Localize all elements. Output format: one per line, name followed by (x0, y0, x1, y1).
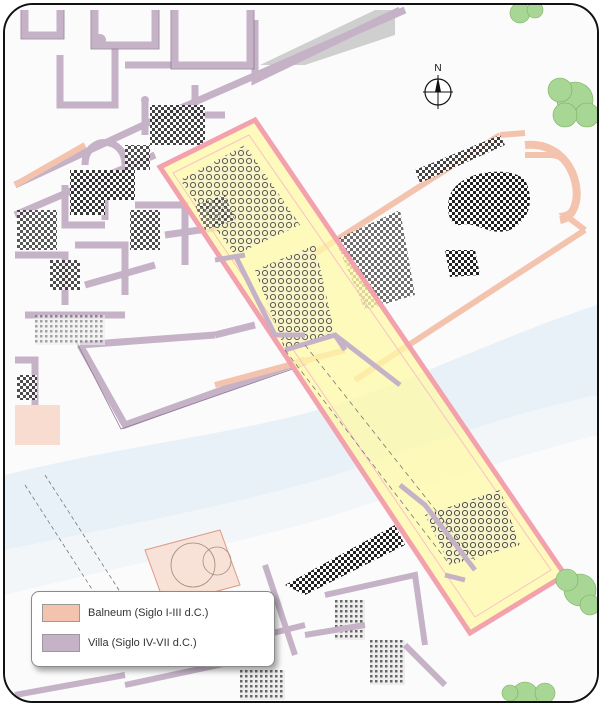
legend-label-balneum: Balneum (Siglo I-III d.C.) (88, 607, 209, 619)
villa-column-base (94, 34, 106, 46)
villa-column-base-2 (141, 96, 149, 104)
legend-label-villa: Villa (Siglo IV-VII d.C.) (88, 637, 197, 649)
grey-area (260, 10, 395, 65)
balneum-room-left (15, 405, 60, 445)
balneum-pool-mosaic (448, 171, 530, 232)
legend-swatch-villa (42, 634, 80, 652)
archaeological-site-plan: N (5, 5, 597, 701)
vegetation (501, 5, 597, 701)
balneum-room-lower (144, 529, 241, 606)
balneum-round-room (170, 542, 216, 588)
balneum-round-room-2 (202, 546, 232, 576)
villa-wall-outlines (20, 10, 308, 430)
river-band (5, 305, 597, 550)
balneum-corridor-mosaic (415, 135, 505, 183)
excavation-walls (214, 252, 477, 583)
legend-item-villa: Villa (Siglo IV-VII d.C.) (42, 632, 197, 654)
lower-villa-mosaics (240, 525, 405, 700)
map-legend: Balneum (Siglo I-III d.C.) Villa (Siglo … (31, 591, 275, 667)
villa-structures (13, 6, 407, 430)
north-arrow: N (423, 63, 453, 109)
excavation-dashed-lines (284, 344, 476, 566)
legend-item-balneum: Balneum (Siglo I-III d.C.) (42, 602, 208, 624)
excavated-remains (180, 145, 520, 565)
balneum-floor-mosaic (445, 250, 480, 277)
excavation-highlight-inner (172, 134, 552, 618)
map-frame: N Balneum (Siglo I-III d.C.) Villa (Sigl… (3, 3, 599, 703)
villa-mosaics (17, 105, 205, 400)
balneum-apse (524, 140, 581, 224)
compass-north-label: N (434, 63, 441, 74)
compass-needle (435, 77, 441, 92)
legend-swatch-balneum (42, 604, 80, 622)
villa-apse (81, 139, 129, 166)
